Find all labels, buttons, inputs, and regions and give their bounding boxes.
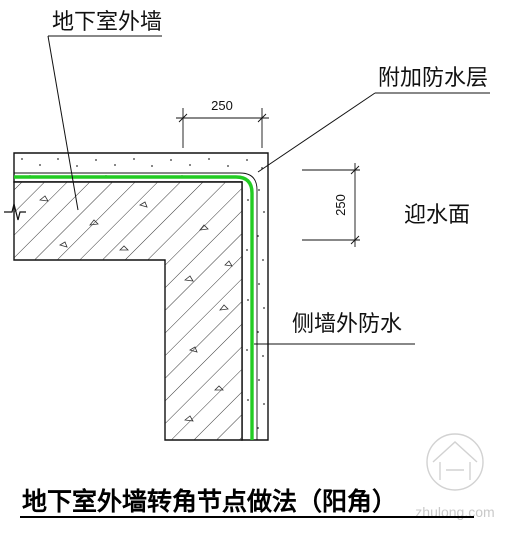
break-symbol	[4, 203, 26, 221]
watermark-logo	[426, 433, 484, 491]
dimension-vertical	[302, 163, 360, 247]
label-extra-waterproof: 附加防水层	[378, 66, 488, 91]
label-side-wall-waterproof: 侧墙外防水	[292, 312, 402, 337]
concrete-hatch	[14, 182, 242, 440]
waterproof-membrane-inner	[14, 172, 258, 440]
label-wall: 地下室外墙	[52, 10, 162, 35]
leader-wall	[47, 35, 162, 211]
label-water-face: 迎水面	[404, 203, 470, 228]
concrete-aggregate	[39, 195, 233, 422]
diagram-title: 地下室外墙转角节点做法（阳角）	[22, 487, 397, 516]
dimension-vertical-label: 250	[333, 194, 348, 216]
waterproof-membrane	[14, 175, 254, 440]
dimension-horizontal	[176, 108, 269, 148]
protective-layer-dots	[21, 158, 265, 429]
dimension-horizontal-label: 250	[211, 98, 233, 113]
leader-extra-waterproof	[257, 92, 490, 173]
